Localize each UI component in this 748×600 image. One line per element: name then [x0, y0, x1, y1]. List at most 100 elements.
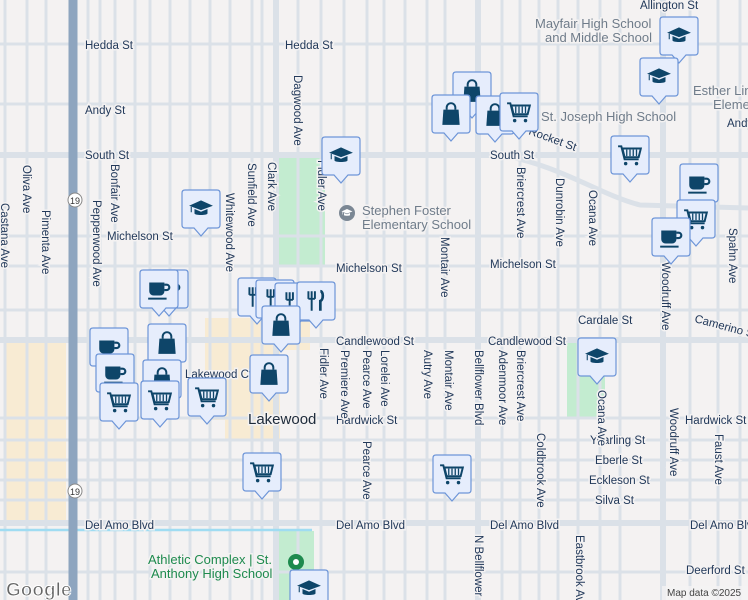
street-label: Lorelei Ave: [378, 350, 390, 407]
street-label: N Bellflower: [472, 535, 484, 597]
svg-text:19: 19: [70, 487, 80, 497]
poi-marker-shopping-cart[interactable]: [242, 452, 282, 500]
street-label: Andy St: [727, 118, 748, 130]
poi-marker-shopping-cart[interactable]: [610, 135, 650, 183]
park-pin-icon[interactable]: [288, 554, 304, 570]
street-label: Clark Ave: [265, 162, 277, 211]
street-label: Yearling St: [590, 435, 646, 447]
street-label: Autry Ave: [421, 350, 433, 399]
poi-marker-school[interactable]: [639, 57, 679, 105]
street-label: South St: [85, 150, 130, 162]
street-label: Fidler Ave: [317, 348, 329, 399]
street-label: Ocana Ave: [586, 190, 598, 246]
route-19-shield: 19: [67, 192, 83, 208]
street-label: Castana Ave: [0, 203, 10, 268]
street-label: Bellflower Blvd: [472, 350, 484, 425]
poi-markers: [89, 16, 719, 600]
street-label: Adenmoor Ave: [496, 350, 508, 425]
city-label-lakewood: Lakewood: [248, 411, 316, 428]
street-label: Sunfield Ave: [245, 163, 257, 227]
major-road: [499, 152, 748, 211]
poi-marker-restaurant[interactable]: [296, 281, 336, 329]
street-label: Del Amo Blvd: [336, 520, 405, 532]
street-label: Allington St: [640, 0, 699, 12]
poi-marker-school[interactable]: [181, 189, 221, 237]
street-label: Pimenta Ave: [39, 210, 51, 274]
poi-marker-coffee-cup[interactable]: [139, 269, 179, 317]
google-logo[interactable]: Google: [6, 580, 72, 600]
street-label: Montair Ave: [442, 350, 454, 411]
street-label: Del Amo Blvd: [690, 520, 748, 532]
poi-marker-shopping-bag[interactable]: [431, 94, 471, 142]
attribution-bg: [662, 586, 748, 600]
street-label: Andy St: [85, 105, 126, 117]
poi-marker-shopping-cart[interactable]: [140, 380, 180, 428]
place-labels: Mayfair High School and Middle School St…: [147, 15, 748, 583]
street-label: Deerford St: [686, 565, 746, 577]
street-label: Montair Ave: [438, 237, 450, 298]
school-pin-icon[interactable]: [339, 205, 355, 221]
street-label: Eberle St: [595, 455, 643, 467]
poi-marker-shopping-cart[interactable]: [99, 382, 139, 430]
poi-marker-school[interactable]: [577, 337, 617, 385]
poi-label-stephen-foster[interactable]: Stephen Foster: [361, 202, 454, 220]
street-label: Bonfair Ave: [108, 164, 120, 223]
street-label: Briercrest Ave: [514, 167, 526, 238]
street-label: Woodruff Ave: [659, 262, 671, 330]
street-label: Briercrest Ave: [514, 350, 526, 421]
street-label: Candlewood St: [488, 336, 567, 348]
street-label: Cardale St: [578, 315, 633, 327]
street-label: Oliva Ave: [20, 165, 32, 213]
street-label: Ocana Ave: [595, 390, 607, 446]
street-label: Hardwick St: [336, 415, 398, 427]
street-label: Spahn Ave: [726, 228, 738, 283]
poi-label-esther-lindstrom[interactable]: Elementary: [712, 96, 748, 114]
street-label: Pearce Ave: [360, 441, 372, 500]
poi-label-stephen-foster[interactable]: Elementary School: [361, 216, 473, 234]
poi-marker-shopping-cart[interactable]: [499, 92, 539, 140]
street-label: Michelson St: [490, 259, 557, 271]
residential-area-west: [5, 340, 66, 520]
svg-text:19: 19: [70, 196, 80, 206]
route-19-shield: 19: [67, 483, 83, 499]
poi-label-athletic-complex[interactable]: Anthony High School: [150, 565, 275, 583]
poi-marker-school[interactable]: [289, 569, 329, 600]
poi-marker-coffee-cup[interactable]: [651, 217, 691, 265]
poi-label-mayfair[interactable]: and Middle School: [544, 29, 654, 47]
street-label: Whitewood Ave: [223, 193, 235, 272]
poi-label-esther-lindstrom[interactable]: Esther Lindstrom: [692, 82, 748, 100]
poi-label-st-joseph[interactable]: St. Joseph High School: [540, 108, 678, 126]
poi-marker-shopping-bag[interactable]: [261, 305, 301, 353]
street-label: Dunrobin Ave: [553, 178, 565, 247]
vertical-street-labels: Oliva Ave Castana Ave Pimenta Ave Pepper…: [0, 74, 740, 600]
poi-marker-school[interactable]: [659, 16, 699, 64]
street-label: Del Amo Blvd: [85, 520, 154, 532]
map-attribution[interactable]: Map data ©2025: [667, 588, 742, 599]
street-label: Del Amo Blvd: [490, 520, 559, 532]
poi-label-mayfair[interactable]: Mayfair High School: [534, 15, 653, 33]
street-label: Hedda St: [285, 40, 334, 52]
poi-marker-shopping-cart[interactable]: [432, 454, 472, 502]
street-label: Silva St: [595, 495, 635, 507]
poi-label-athletic-complex[interactable]: Athletic Complex | St.: [147, 551, 274, 569]
street-label: Eckleson St: [589, 475, 651, 487]
poi-marker-shopping-cart[interactable]: [187, 377, 227, 425]
poi-marker-school[interactable]: [321, 136, 361, 184]
street-label: Premiere Ave: [338, 350, 350, 419]
street-label: Pearce Ave: [360, 350, 372, 409]
street-label: Candlewood St: [336, 336, 415, 348]
street-label: Faust Ave: [712, 434, 724, 485]
street-label: Michelson St: [336, 263, 403, 275]
marker-background: [296, 281, 336, 329]
street-label: Pepperwood Ave: [90, 200, 102, 287]
street-label: Hedda St: [85, 40, 134, 52]
street-label: Michelson St: [107, 231, 174, 243]
poi-marker-shopping-bag[interactable]: [249, 354, 289, 402]
street-label: Woodruff Ave: [667, 408, 679, 476]
street-label: Hardwick St: [685, 415, 747, 427]
street-label: Coldbrook Ave: [534, 433, 546, 508]
street-label: Eastbrook Ave: [573, 535, 585, 600]
park-foster: [279, 157, 325, 265]
